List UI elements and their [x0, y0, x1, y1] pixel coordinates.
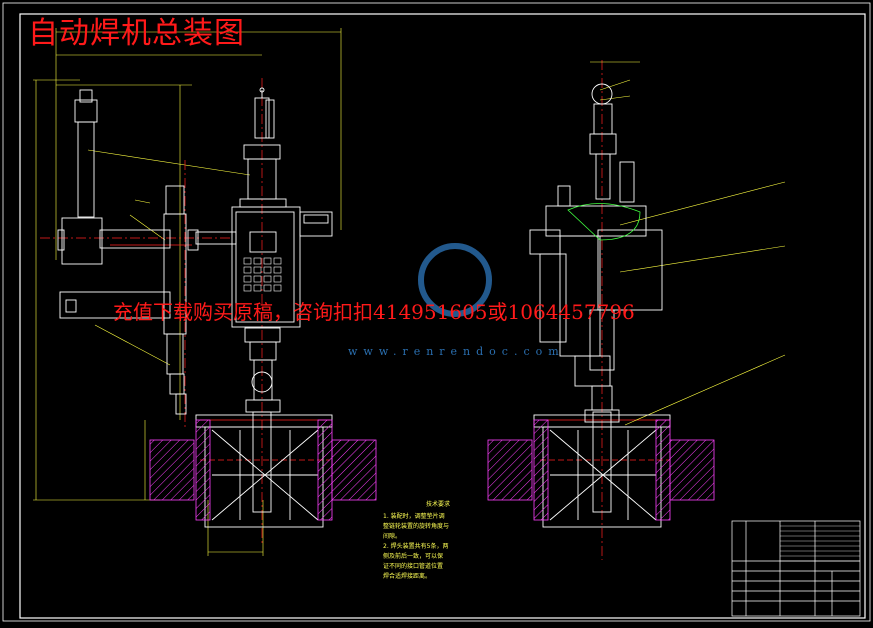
left-view — [33, 28, 377, 556]
right-main-column — [529, 83, 663, 423]
title-block — [731, 520, 861, 617]
control-panel-keypad — [243, 257, 282, 292]
left-main-column — [57, 87, 333, 415]
keypad-key — [273, 275, 282, 283]
keypad-key — [263, 275, 272, 283]
notes-line: 焊合适焊接距离。 — [383, 573, 432, 580]
notes-line: 证不同的接口管道位置 — [383, 563, 444, 570]
left-pipe-hatching — [149, 419, 377, 521]
right-centerlines — [540, 60, 670, 560]
keypad-key — [253, 257, 262, 265]
watermark-logo — [418, 243, 492, 317]
left-support-frame — [195, 411, 333, 528]
notes-line: 2. 焊头装置共有5条，两 — [383, 543, 449, 550]
keypad-key — [273, 266, 282, 274]
right-dimensions — [590, 61, 786, 426]
notes-title: 技术要求 — [425, 501, 450, 508]
keypad-key — [243, 266, 252, 274]
keypad-key — [253, 284, 262, 292]
keypad-key — [273, 257, 282, 265]
keypad-key — [273, 284, 282, 292]
keypad-key — [253, 266, 262, 274]
watermark-text: www.renrendoc.com — [348, 345, 565, 358]
notes-line: 间隙。 — [383, 533, 402, 540]
right-pipe-hatching — [487, 419, 715, 521]
keypad-key — [263, 284, 272, 292]
technical-requirements: 技术要求 1. 装配时，调整垫片调 整链轮装置的旋转角度与 间隙。 2. 焊头装… — [383, 500, 493, 582]
keypad-key — [253, 275, 262, 283]
drawing-title: 自动焊机总装图 — [28, 16, 245, 51]
keypad-key — [243, 257, 252, 265]
keypad-key — [263, 266, 272, 274]
right-view — [487, 60, 786, 560]
keypad-key — [243, 284, 252, 292]
notes-line: 侧及前后一致，可以保 — [383, 553, 444, 560]
keypad-key — [263, 257, 272, 265]
right-highlight — [567, 203, 641, 241]
notes-line: 整链轮装置的旋转角度与 — [383, 523, 450, 530]
bom-rows — [780, 525, 860, 562]
purchase-banner: 充值下载购买原稿，咨询扣扣414951605或1064457796 — [113, 300, 635, 324]
keypad-key — [243, 275, 252, 283]
notes-line: 1. 装配时，调整垫片调 — [383, 513, 445, 520]
